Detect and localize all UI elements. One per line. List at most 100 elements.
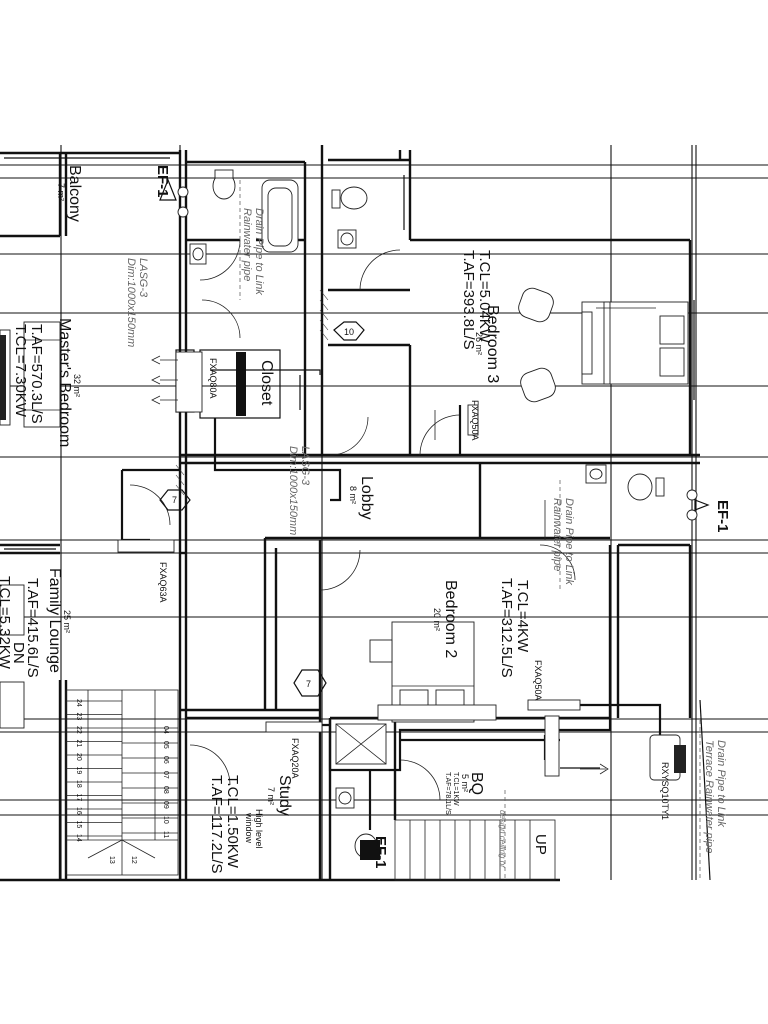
stair-step-number: 21 xyxy=(75,740,82,748)
fxaq20a-group: FXAQ20A xyxy=(290,738,300,779)
fxaq50a-b2-label: FXAQ50A xyxy=(533,660,543,701)
drain-note-2: Drain Pipe to Link xyxy=(563,498,575,585)
rxysq-label: RXYSQ10TY1 xyxy=(660,762,670,820)
balcony-name: Balcony xyxy=(66,165,83,222)
family-lounge-taf: T.AF=415.6L/S xyxy=(24,578,41,678)
stair-step-number: 24 xyxy=(75,699,82,707)
lasg-note-1: LASG-3 xyxy=(137,258,149,298)
family-lounge-area: 25 m² xyxy=(62,610,72,633)
stair-step-number: 05 xyxy=(162,741,169,749)
drain-note-1: Drain Pipe to Link xyxy=(253,208,265,295)
lasg-note-1b: Dim:1000x150mm xyxy=(125,258,137,347)
bedroom-2-label-group: T.CL=4KW T.AF=312.5L/S Bedroom 2 20 m² xyxy=(432,578,531,678)
lasg-note-2: LASG-3 xyxy=(299,446,311,486)
bedroom-3-name: Bedroom 3 xyxy=(484,305,501,383)
stair-step-number: 04 xyxy=(162,726,169,734)
up-label: UP xyxy=(532,834,549,855)
family-lounge-label-group: Family Lounge 25 m² T.AF=415.6L/S DN T.C… xyxy=(0,568,72,678)
study-area: 7 m² xyxy=(266,787,276,805)
lobby-area: 8 m² xyxy=(348,486,358,504)
bedroom-3-label-group: T.CL=5.04KW T.AF=393.8L/S Bedroom 3 26 m… xyxy=(460,250,501,383)
fxaq63a-group: FXAQ63A xyxy=(158,562,168,603)
study-name: Study xyxy=(276,775,293,816)
stair-left xyxy=(65,689,179,876)
bed-bedroom-3 xyxy=(581,301,689,385)
bedroom-2-tcl: T.CL=4KW xyxy=(514,580,531,653)
tag-10: 10 xyxy=(344,327,354,337)
ef-bq-label: EF-1 xyxy=(372,836,389,869)
stair-step-number: 09 xyxy=(162,801,169,809)
bed-bedroom-2 xyxy=(369,621,497,723)
drain-note-2-group: Drain Pipe to Link Rainwater pipe xyxy=(551,498,575,585)
stair-step-number: 23 xyxy=(75,713,82,721)
stair-step-number: 18 xyxy=(75,780,82,788)
tag-7a: 7 xyxy=(172,495,177,505)
masters-bedroom-area: 32 m² xyxy=(72,374,82,397)
ceiling-note-group: design ceiling or xyxy=(498,810,507,868)
fxaq20a-label: FXAQ20A xyxy=(290,738,300,779)
stair-step-number: 11 xyxy=(162,831,169,838)
masters-bedroom-label-group: Master's Bedroom 32 m² T.AF=570.3L/S T.C… xyxy=(12,318,82,447)
bedroom-2-name: Bedroom 2 xyxy=(442,580,459,658)
bq-taf: T.AF=78.1L/S xyxy=(444,772,451,815)
rxysq-group: RXYSQ10TY1 xyxy=(660,762,670,820)
balcony-area: 7 m² xyxy=(56,183,66,201)
fxaq80a-group: FXAQ80A xyxy=(208,358,218,399)
drain-lines xyxy=(239,180,701,880)
fxaq80a-label: FXAQ80A xyxy=(208,358,218,399)
stair-step-number: 22 xyxy=(75,726,82,734)
tag-hexagons xyxy=(159,321,365,697)
masters-bedroom-tcl: T.CL=7.30KW xyxy=(12,324,29,418)
closet-label-group: Closet xyxy=(258,360,275,406)
bq-label-group: BQ 5 m² T.CL=1KW T.AF=78.1L/S xyxy=(444,772,485,815)
family-lounge-tcl: T.CL=5.32KW xyxy=(0,576,13,670)
door-swings xyxy=(129,239,576,801)
sofa-lounge xyxy=(0,584,25,729)
tag-7b: 7 xyxy=(306,679,311,689)
family-lounge-name: Family Lounge xyxy=(46,568,63,673)
bed-masters xyxy=(0,321,61,428)
study-label-group: Study 7 m² High level window T.CL=1.50KW… xyxy=(208,775,293,874)
stair-step-number: 06 xyxy=(162,756,169,764)
drain-note-2b: Rainwater pipe xyxy=(551,498,563,571)
drain-note-3: Drain Pipe to Link xyxy=(715,740,727,827)
study-note-window: window xyxy=(244,812,254,844)
study-taf: T.AF=117.2L/S xyxy=(208,775,225,874)
stair-landing-number: 13 xyxy=(108,856,115,864)
stair-step-number: 08 xyxy=(162,786,169,794)
fxaq50a-b3-group: FXAQ50A xyxy=(470,400,480,441)
masters-bedroom-name: Master's Bedroom xyxy=(56,318,73,447)
drain-note-1-group: Drain Pipe to Link Rainwater pipe xyxy=(241,208,265,295)
stair-step-number: 17 xyxy=(75,794,82,802)
fxaq50a-b3-label: FXAQ50A xyxy=(470,400,480,441)
ef-right-label: EF-1 xyxy=(714,500,731,533)
bedroom-3-tcl: T.CL=5.04KW xyxy=(476,250,493,344)
masters-bedroom-taf: T.AF=570.3L/S xyxy=(28,324,45,424)
lobby-name: Lobby xyxy=(358,476,375,520)
bq-name: BQ xyxy=(468,772,485,795)
exhaust-fans xyxy=(159,178,710,860)
fxaq63a-label: FXAQ63A xyxy=(158,562,168,603)
bedroom-2-taf: T.AF=312.5L/S xyxy=(498,578,515,678)
stair-step-number: 16 xyxy=(75,807,82,815)
stair-bq xyxy=(394,819,556,881)
ceiling-note: design ceiling or xyxy=(498,810,507,868)
fxaq-units xyxy=(117,351,686,781)
stair-step-number: 15 xyxy=(75,821,82,829)
fxaq50a-b2-group: FXAQ50A xyxy=(533,660,543,701)
lasg-note-2-group: LASG-3 Dim:1000x150mm xyxy=(287,446,311,535)
bedroom-3-taf: T.AF=393.8L/S xyxy=(460,250,477,350)
bedroom-2-area: 20 m² xyxy=(432,608,442,631)
ef-bq-group: EF-1 xyxy=(372,836,389,869)
ef-left-label: EF-1 xyxy=(154,165,171,198)
drain-note-3-group: Drain Pipe to Link Terrace Rainwater pip… xyxy=(703,740,727,853)
armchairs xyxy=(518,287,556,403)
drain-note-1b: Rainwater pipe xyxy=(241,208,253,281)
study-note-high-level: High level xyxy=(254,809,264,849)
ef-left-group: EF-1 xyxy=(154,165,171,198)
balcony-label-group: Balcony 7 m² xyxy=(56,165,83,222)
lasg-note-2b: Dim:1000x150mm xyxy=(287,446,299,535)
